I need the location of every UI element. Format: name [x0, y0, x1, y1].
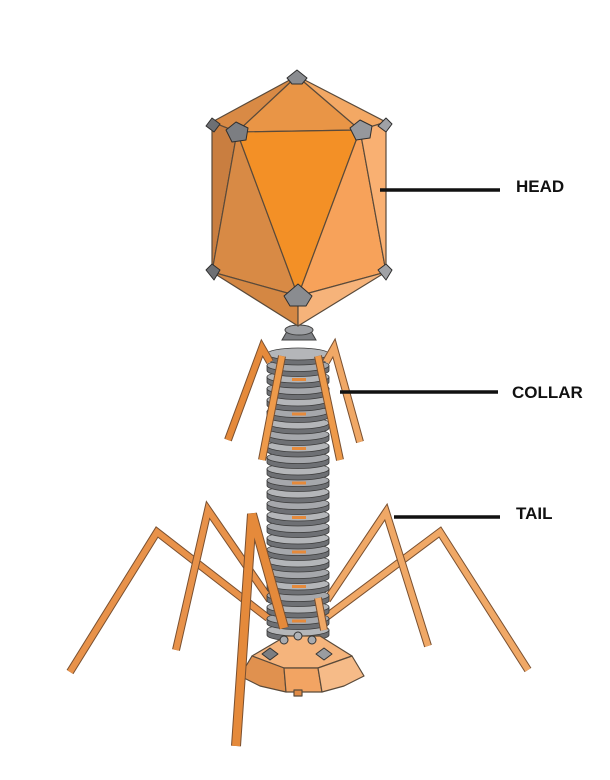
collar-whisker-right-inner — [314, 355, 344, 461]
baseplate-knob-right — [315, 647, 333, 661]
capsid-vertex-right-top — [349, 119, 373, 141]
tail-fiber-far-left — [66, 526, 271, 675]
collar-whisker-right-outer — [322, 337, 364, 444]
baseplate-right-side — [317, 655, 365, 693]
baseplate-knobs — [261, 631, 333, 661]
tail-fiber-front-left — [231, 512, 289, 747]
capsid-head — [205, 69, 393, 327]
pointer-lines — [340, 188, 500, 519]
capsid-vertex-left-bottom — [205, 263, 221, 281]
baseplate-knob-left — [261, 647, 279, 661]
collar-whisker-left-inner — [258, 355, 286, 461]
baseplate-pin — [293, 689, 303, 697]
baseplate-ball-2 — [293, 631, 303, 641]
tail-fiber-far-right — [322, 526, 532, 673]
collar-label: COLLAR — [512, 383, 583, 402]
collar-whiskers — [224, 337, 364, 461]
capsid-vertex-top — [286, 69, 308, 85]
front-tail-fibers — [231, 512, 328, 747]
capsid-vertex-far-left — [205, 117, 221, 133]
baseplate-front-side — [283, 667, 323, 693]
baseplate-ball-1 — [279, 635, 289, 645]
capsid-vertex-far-right — [377, 117, 393, 133]
capsid-face-right-upper — [359, 121, 387, 273]
head-label: HEAD — [516, 177, 564, 196]
capsid-vertices — [205, 69, 393, 307]
capsid-vertex-left-top — [225, 121, 249, 143]
capsid-face-bottom-right — [297, 271, 387, 327]
baseplate-ball-3 — [307, 635, 317, 645]
capsid-vertex-right-bottom — [377, 263, 393, 281]
baseplate — [239, 631, 365, 697]
collar-whisker-left-outer — [224, 338, 274, 442]
back-tail-fibers — [66, 500, 532, 675]
capsid-vertex-bottom — [283, 283, 313, 307]
neck — [281, 324, 317, 341]
tail-label: TAIL — [516, 504, 553, 523]
tail-fiber-mid-right — [323, 502, 432, 648]
tail-fiber-front-right — [314, 597, 328, 631]
